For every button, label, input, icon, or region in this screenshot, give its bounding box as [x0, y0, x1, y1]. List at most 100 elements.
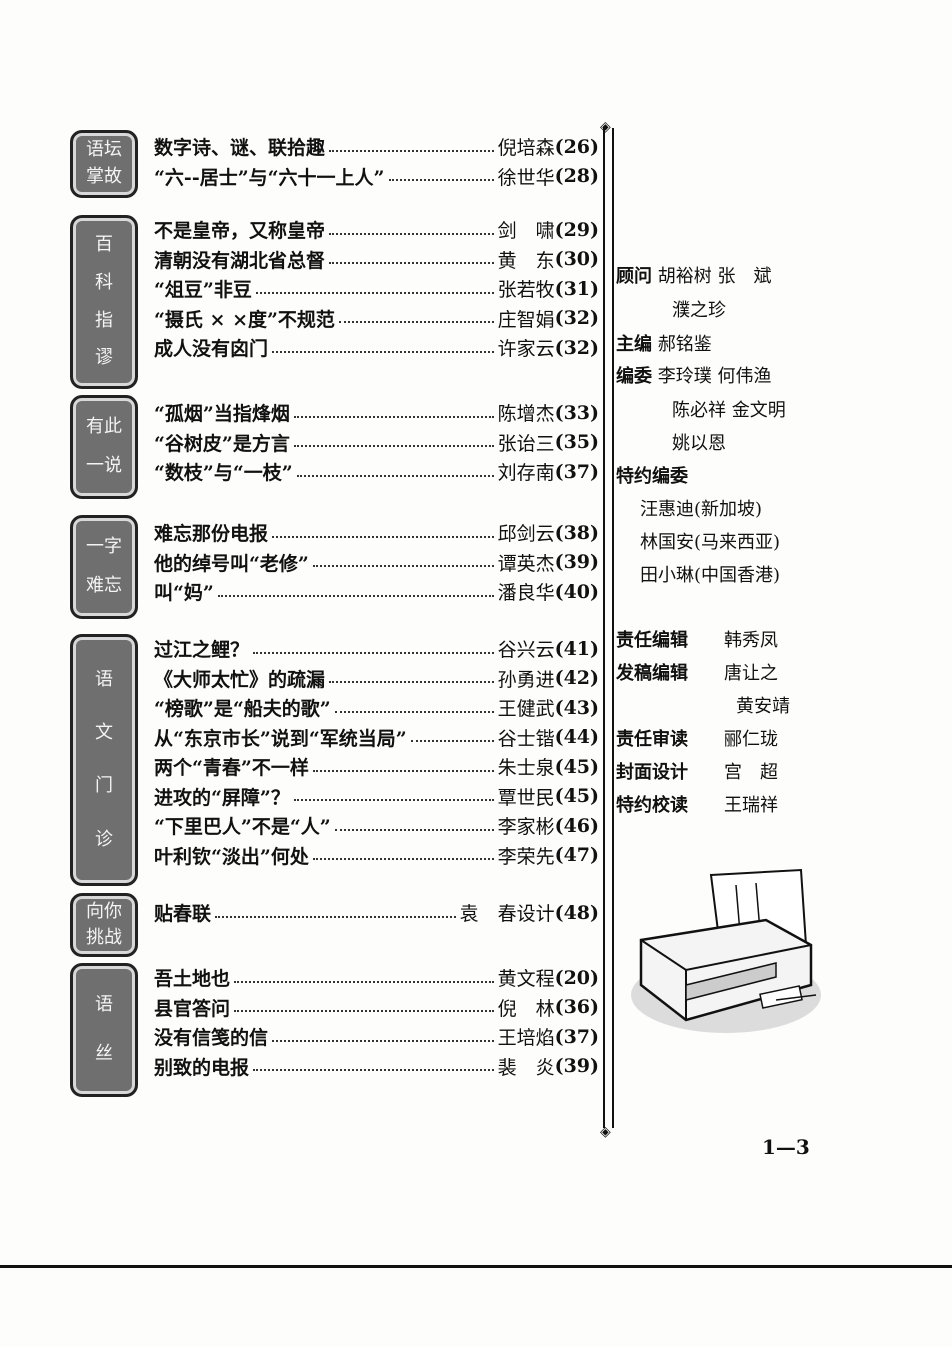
toc-entry[interactable]: 别致的电报裴 炎(39) [154, 1052, 599, 1082]
entry-title: 贴春联 [154, 903, 212, 926]
toc-entry[interactable]: “摄氏 × ×度”不规范庄智娟(32) [154, 304, 599, 334]
dot-leader [253, 1069, 494, 1072]
toc-entry[interactable]: 他的绰号叫“老修” 谭英杰(39) [154, 548, 599, 578]
toc-entry[interactable]: 难忘那份电报邱剑云(38) [154, 518, 599, 548]
section-tag-text: 科 [95, 271, 113, 293]
toc-entries: 过江之鲤？谷兴云(41)《大师太忙》的疏漏孙勇进(42)“榜歌”是“船夫的歌”王… [154, 634, 599, 870]
toc-entry[interactable]: 没有信笺的信王培焰(37) [154, 1022, 599, 1052]
entry-title: 他的绰号叫“老修” [154, 552, 309, 575]
entry-author: 裴 炎 [497, 1056, 555, 1079]
entry-author: 李荣先 [497, 845, 555, 868]
proof-reader: 王瑞祥 [724, 795, 778, 816]
entry-author: 谭英杰 [497, 552, 555, 575]
dot-leader [312, 858, 494, 861]
toc-entry[interactable]: 县官答问 倪 林(36) [154, 993, 599, 1023]
toc-entry[interactable]: 不是皇帝，又称皇帝剑 啸(29) [154, 215, 599, 245]
entry-author: 谷兴云 [497, 639, 555, 662]
dot-leader [329, 681, 494, 684]
dot-leader [334, 828, 494, 831]
diamond-ornament-top: ◈ [600, 119, 611, 135]
section-tag-text: 文 [95, 721, 113, 743]
toc-entries: 数字诗、谜、联拾趣倪培森(26)“六--居士”与“六十一上人”徐世华(28) [154, 132, 599, 191]
entry-page: (20) [554, 966, 599, 989]
entry-author: 徐世华 [497, 166, 555, 189]
entry-title: 吾土地也 [154, 968, 231, 991]
entry-page: (39) [554, 551, 599, 574]
entry-author: 谷士锴 [497, 727, 555, 750]
diamond-ornament-bottom: ◈ [600, 1124, 611, 1140]
toc-entry[interactable]: 叫“妈”潘良华(40) [154, 577, 599, 607]
entry-page: (47) [554, 844, 599, 867]
entry-author: 刘存南 [497, 462, 555, 485]
entry-author: 张诒三 [497, 432, 555, 455]
toc-entry[interactable]: 进攻的“屏障”？覃世民(45) [154, 782, 599, 812]
dot-leader [388, 179, 494, 182]
vertical-divider [603, 128, 614, 1128]
toc-entry[interactable]: 吾土地也黄文程(20) [154, 963, 599, 993]
section-tag-text: 语 [95, 993, 113, 1015]
dot-leader [255, 291, 494, 294]
dot-leader [215, 915, 456, 918]
entry-author: 邱剑云 [497, 523, 555, 546]
entry-title: “六--居士”与“六十一上人” [154, 166, 385, 189]
entry-title: 过江之鲤？ [154, 639, 250, 662]
entry-author: 袁 春设计 [459, 903, 555, 926]
toc-entry[interactable]: 叶利钦“淡出”何处 李荣先(47) [154, 841, 599, 871]
toc-entry[interactable]: 过江之鲤？谷兴云(41) [154, 634, 599, 664]
section-tag-text: 百 [95, 234, 113, 256]
toc-entry[interactable]: 清朝没有湖北省总督黄 东(30) [154, 245, 599, 275]
advisor-names: 胡裕树 张 斌 [657, 266, 772, 287]
resp-editor: 韩秀凤 [724, 630, 778, 651]
dot-leader [312, 565, 494, 568]
toc-entries: “孤烟”当指烽烟陈增杰(33)“谷树皮”是方言张诒三(35)“数枝”与“一枝”刘… [154, 398, 599, 487]
section-tag-text: 语 [95, 668, 113, 690]
entry-page: (45) [554, 785, 599, 808]
section-tag: 有此一说 [70, 395, 138, 499]
board-label: 编委 [616, 366, 652, 387]
section-tag-text: 向你 [86, 900, 122, 922]
toc-entry[interactable]: 成人没有囟门许家云(32) [154, 333, 599, 363]
entry-title: 县官答问 [154, 997, 231, 1020]
entry-author: 王健武 [497, 698, 555, 721]
entry-author: 倪培森 [497, 137, 555, 160]
issue-editor-2: 黄安靖 [736, 696, 790, 717]
toc-entry[interactable]: “谷树皮”是方言张诒三(35) [154, 428, 599, 458]
entry-author: 孙勇进 [497, 668, 555, 691]
entry-title: “孤烟”当指烽烟 [154, 403, 290, 426]
entry-page: (46) [554, 814, 599, 837]
toc-entry[interactable]: “榜歌”是“船夫的歌”王健武(43) [154, 693, 599, 723]
entry-page: (32) [554, 307, 599, 330]
entry-author: 张若牧 [497, 279, 555, 302]
special-board-1: 汪惠迪(新加坡) [640, 499, 763, 520]
toc-entry[interactable]: 从“东京市长”说到“军统当局”谷士锴(44) [154, 723, 599, 753]
dot-leader [329, 232, 494, 235]
toc-entry[interactable]: “下里巴人”不是“人”李家彬(46) [154, 811, 599, 841]
toc-entry[interactable]: 贴春联袁 春设计(48) [154, 898, 599, 928]
entry-title: “榜歌”是“船夫的歌” [154, 698, 331, 721]
entry-title: 别致的电报 [154, 1056, 250, 1079]
toc-entry[interactable]: 两个“青春”不一样朱士泉(45) [154, 752, 599, 782]
toc-entry[interactable]: “孤烟”当指烽烟陈增杰(33) [154, 398, 599, 428]
entry-page: (36) [554, 996, 599, 1019]
cover-designer: 宫 超 [724, 762, 778, 783]
entry-title: “下里巴人”不是“人” [154, 816, 331, 839]
entry-author: 倪 林 [497, 997, 555, 1020]
entry-page: (32) [554, 336, 599, 359]
special-board-label: 特约编委 [616, 466, 688, 487]
dot-leader [234, 1010, 494, 1013]
toc-entry[interactable]: “数枝”与“一枝”刘存南(37) [154, 457, 599, 487]
section-tag-text: 诊 [95, 828, 113, 850]
toc-entry[interactable]: “六--居士”与“六十一上人”徐世华(28) [154, 162, 599, 192]
section-tag-text: 掌故 [86, 166, 122, 188]
entry-title: 叶利钦“淡出”何处 [154, 845, 309, 868]
dot-leader [253, 651, 494, 654]
entry-title: 从“东京市长”说到“军统当局” [154, 727, 407, 750]
toc-entry[interactable]: 数字诗、谜、联拾趣倪培森(26) [154, 132, 599, 162]
entry-title: 难忘那份电报 [154, 523, 269, 546]
toc-entry[interactable]: 《大师太忙》的疏漏孙勇进(42) [154, 664, 599, 694]
dot-leader [293, 415, 494, 418]
entry-title: 没有信笺的信 [154, 1027, 269, 1050]
section-tag: 百科指谬 [70, 215, 138, 389]
toc-entry[interactable]: “俎豆”非豆张若牧(31) [154, 274, 599, 304]
section-tag-text: 丝 [95, 1043, 113, 1065]
